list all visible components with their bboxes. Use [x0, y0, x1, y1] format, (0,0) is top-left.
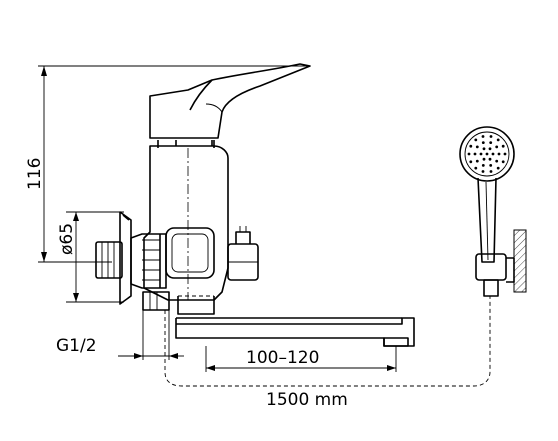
height-label: 116: [25, 158, 45, 190]
shower-hose: [164, 296, 491, 387]
nozzle-dot: [488, 147, 492, 151]
nozzle-dot: [488, 157, 492, 161]
nozzle-dot: [501, 144, 505, 148]
nozzle-dot: [495, 159, 499, 163]
nozzle-dot: [475, 159, 479, 163]
hand-shower: [459, 126, 527, 297]
nozzle-dot: [501, 160, 505, 164]
nozzle-dot: [473, 152, 477, 156]
nozzle-dot: [489, 135, 493, 138]
height-dimension: [38, 65, 310, 263]
nozzle-dot: [485, 152, 489, 156]
nozzle-dot: [482, 147, 486, 151]
nozzle-dot: [496, 138, 500, 142]
inlet-thread: [118, 291, 184, 360]
nozzle-dot: [474, 166, 478, 170]
nozzle-dot: [469, 144, 473, 148]
hose-length-label: 1500 mm: [266, 390, 348, 410]
mixer-body: [143, 140, 229, 315]
wall-flange: [95, 211, 132, 305]
nozzle-dot: [479, 152, 483, 156]
nozzle-dot: [482, 157, 486, 161]
nozzle-dot: [491, 152, 495, 156]
nozzle-dot: [469, 160, 473, 164]
nozzle-dot: [481, 164, 485, 167]
spout-range-label: 100–120: [246, 348, 319, 368]
lever-handle: [149, 63, 311, 146]
diameter-dimension: [66, 211, 124, 303]
diverter-knob: [227, 226, 259, 281]
nozzle-dot: [481, 135, 485, 138]
nozzle-dot: [474, 138, 478, 142]
nozzle-dot: [489, 141, 493, 145]
connector-nut: [130, 233, 167, 289]
shower-head-nozzles: [467, 135, 507, 173]
nozzle-dot: [495, 145, 499, 149]
diameter-label: ø65: [57, 223, 77, 255]
nozzle-dot: [489, 164, 493, 167]
nozzle-dot: [496, 166, 500, 170]
nozzle-dot: [481, 141, 485, 145]
thread-label: G1/2: [56, 336, 97, 356]
nozzle-dot: [497, 152, 501, 156]
nozzle-dot: [503, 152, 507, 156]
nozzle-dot: [481, 170, 485, 173]
nozzle-dot: [489, 170, 493, 173]
nozzle-dot: [467, 152, 471, 156]
nozzle-dot: [475, 145, 479, 149]
spout: [175, 317, 415, 372]
